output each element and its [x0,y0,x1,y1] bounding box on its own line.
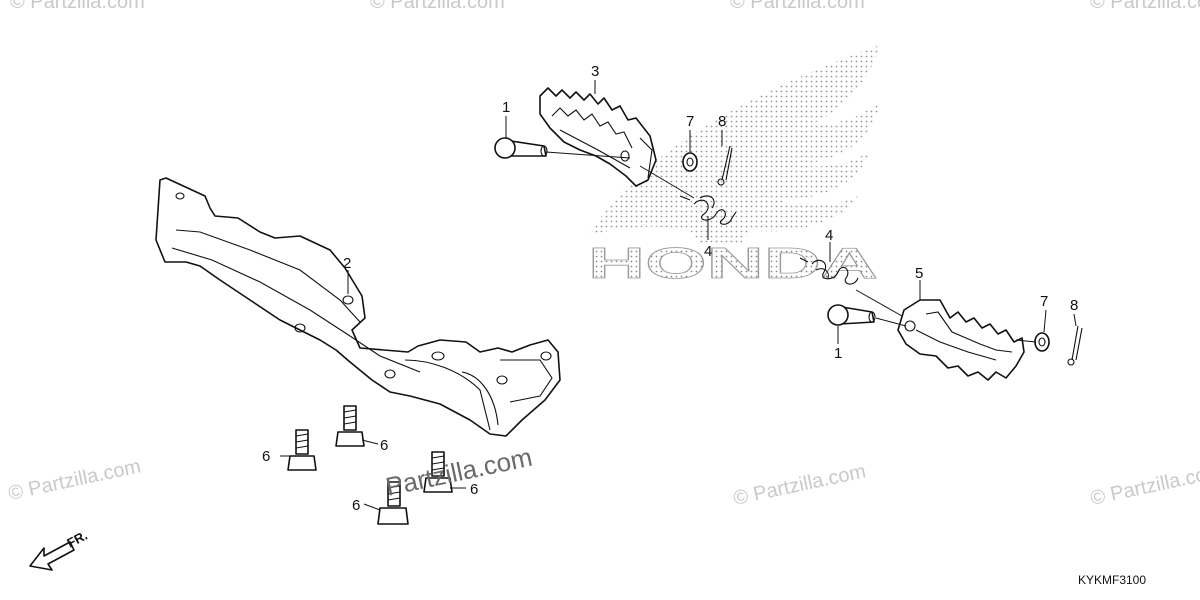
callout-spring-upper: 4 [704,243,712,260]
spring-lower [799,257,859,285]
cotter-pin-upper [717,145,733,186]
watermark-top-2: © Partzilla.com [370,0,505,13]
step-bar [155,177,561,437]
callout-washer-lower: 7 [1040,293,1048,310]
watermark-far-right: © Partzilla.com [1088,460,1200,510]
front-direction-indicator: FR. [29,528,90,571]
watermark-top-4: © Partzilla.com [1090,0,1200,13]
bolt-a [287,429,317,471]
front-arrow-icon [29,541,75,571]
watermark-right: © Partzilla.com [731,460,867,510]
leader-lines [280,80,1077,511]
callout-step-left: 3 [591,63,599,80]
bolt-b [335,405,365,447]
watermark-main: Partzilla.com [383,442,535,502]
callout-cotter-upper: 8 [718,113,726,130]
callout-bolt-d: 6 [352,497,360,514]
callout-bolt-b: 6 [380,437,388,454]
brand-wing-logo: HONDA [588,45,880,288]
watermark-top-3: © Partzilla.com [730,0,865,13]
footpeg-right [897,299,1025,381]
brand-logo-text: HONDA [588,239,878,288]
washer-lower [1034,332,1050,352]
pin-lower [827,304,876,326]
bolt-d [377,481,409,525]
callout-bolt-c: 6 [470,481,478,498]
callout-pin-lower: 1 [834,345,842,362]
callouts: 1 3 7 8 4 2 4 5 7 8 1 6 6 6 6 [262,63,1078,514]
callout-cotter-lower: 8 [1070,297,1078,314]
watermark-left: © Partzilla.com [6,455,142,505]
bolt-c [423,451,453,493]
spring-upper [679,195,737,225]
callout-bar: 2 [343,255,351,272]
callout-washer-upper: 7 [686,113,694,130]
footpeg-left [539,87,657,187]
callout-bolt-a: 6 [262,448,270,465]
callout-pin-upper: 1 [502,99,510,116]
cotter-pin-lower [1067,325,1083,366]
watermark-top-1: © Partzilla.com [10,0,145,13]
callout-step-right: 5 [915,265,923,282]
washer-upper [682,152,698,172]
pin-upper [494,137,548,159]
diagram-code: KYKMF3100 [1078,573,1146,587]
callout-spring-lower: 4 [825,227,833,244]
